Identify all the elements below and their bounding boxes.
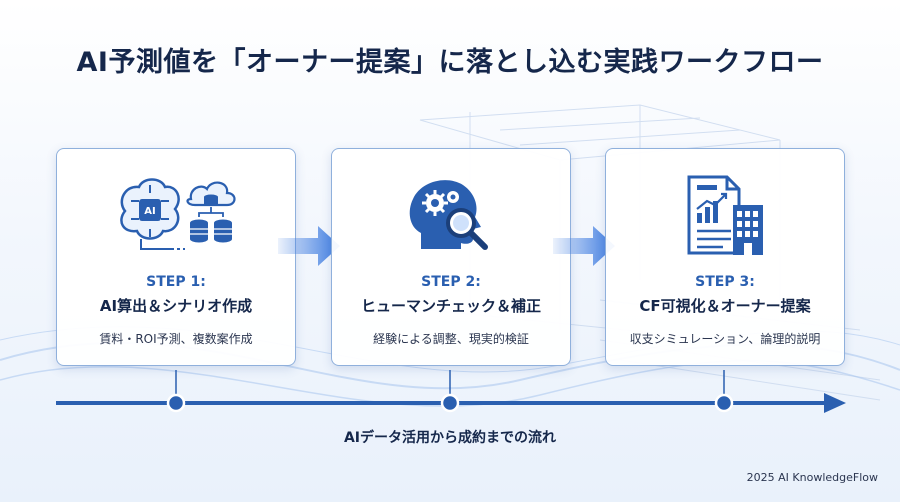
timeline-node-3 (714, 393, 734, 413)
timeline-caption: AIデータ活用から成約までの流れ (343, 430, 557, 446)
ai-brain-icon: AI (120, 178, 185, 250)
step-1-description: 賃料・ROI予測、複数案作成 (99, 332, 253, 346)
cloud-database-icon (186, 181, 236, 243)
building-icon (733, 205, 763, 255)
ai-chip-label: AI (144, 206, 155, 217)
timeline-arrowhead (824, 393, 846, 413)
footer-credit: 2025 AI KnowledgeFlow (746, 471, 878, 484)
step-1-label: STEP 1: (146, 274, 206, 290)
timeline (56, 370, 846, 413)
head-gears-magnifier-icon (401, 171, 501, 265)
step-arrow-2 (553, 226, 615, 266)
timeline-node-1 (166, 393, 186, 413)
step-2-label: STEP 2: (421, 274, 481, 290)
timeline-node-2 (440, 393, 460, 413)
step-2-description: 経験による調整、現実的検証 (373, 332, 529, 346)
step-card-2: STEP 2: ヒューマンチェック＆補正 経験による調整、現実的検証 (331, 148, 571, 366)
step-card-1: AI STEP 1: AI算出＆シナリオ作成 賃料・ROI予測、複数案作成 (56, 148, 296, 366)
step-3-icon-group (675, 171, 775, 265)
step-1-icon-group: AI (111, 171, 241, 265)
step-2-name: ヒューマンチェック＆補正 (360, 297, 541, 315)
step-arrow-1 (278, 226, 340, 266)
page-title: AI予測値を「オーナー提案」に落とし込む実践ワークフロー (76, 47, 824, 78)
step-3-label: STEP 3: (695, 274, 755, 290)
chart-document-icon (687, 175, 741, 255)
step-card-3: STEP 3: CF可視化＆オーナー提案 収支シミュレーション、論理的説明 (605, 148, 845, 366)
step-3-name: CF可視化＆オーナー提案 (639, 297, 811, 315)
step-1-name: AI算出＆シナリオ作成 (99, 297, 253, 315)
step-3-description: 収支シミュレーション、論理的説明 (629, 332, 821, 346)
